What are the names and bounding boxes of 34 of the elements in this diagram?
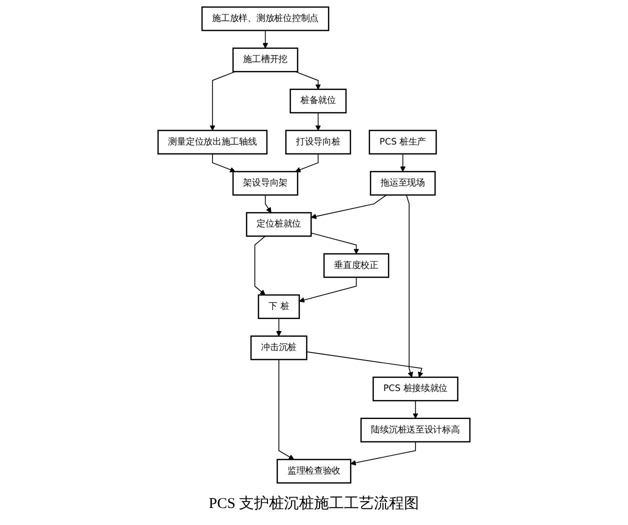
arrow (295, 71, 321, 90)
arrow (212, 153, 236, 172)
node-box: PCS 桩接续就位 (372, 376, 458, 402)
arrow (310, 194, 387, 220)
arrow (310, 232, 360, 254)
diagram-caption: PCS 支护桩沉桩施工工艺流程图 (208, 496, 420, 512)
arrow (299, 276, 357, 303)
node-box: 打设导向桩 (285, 130, 352, 154)
arrow (254, 236, 266, 296)
arrow (276, 318, 282, 336)
arrow (315, 112, 321, 131)
node-box: 施工槽开挖 (232, 48, 298, 72)
arrow (406, 194, 414, 378)
node-box: 垂直度校正 (323, 253, 390, 278)
arrow (295, 153, 319, 172)
node-box: 拖运至现场 (370, 170, 436, 196)
arrow (412, 400, 418, 419)
node-box: 陆续沉桩送至设计标高 (360, 418, 471, 442)
node-box: 测量定位放出施工轴线 (157, 130, 268, 154)
arrow (350, 441, 416, 466)
arrow (264, 194, 272, 213)
node-box: 施工放样、测放桩位控制点 (201, 6, 330, 32)
arrow (400, 153, 406, 172)
arrow (278, 359, 294, 460)
node-box: PCS 桩生产 (368, 130, 437, 154)
arrow (210, 71, 236, 131)
arrow (262, 30, 268, 48)
node-box: 冲击沉桩 (250, 335, 308, 360)
node-box: 下 桩 (258, 294, 300, 320)
node-box: 监理检查验收 (276, 458, 352, 484)
node-box: 定位桩就位 (246, 212, 312, 237)
node-box: 桩备就位 (290, 88, 347, 114)
node-box: 架设导向架 (232, 170, 298, 196)
arrow (306, 351, 424, 378)
